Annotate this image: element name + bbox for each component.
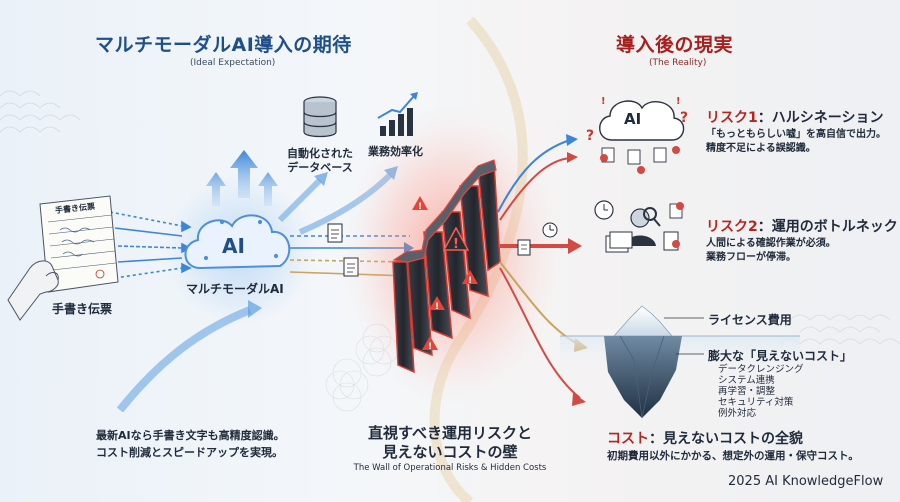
svg-text:?: ? [680,110,688,126]
svg-text:!: ! [435,302,439,312]
hidden-cost-item: システム連携 [718,375,775,386]
handwritten-slip [39,195,119,293]
wall-title: 直視すべき運用リスクと 見えないコストの壁 [330,424,570,462]
reality-title: 導入後の現実 [616,34,734,56]
ideal-title: マルチモーダルAI導入の期待 [95,34,352,56]
input-flow-lines [109,211,192,279]
bottom-left-curve-arrow [116,306,252,413]
arrow-to-risk1-red [499,157,571,221]
risk2-desc-line-1: 人間による確認作業が必須。 [706,238,836,249]
svg-text:!: ! [428,342,432,352]
wave-pattern-top-left [0,90,81,133]
cost-desc: 初期費用以外にかかる、想定外の運用・保守コスト。 [607,450,859,462]
svg-text:!: ! [418,202,422,212]
warning-icons: ! ! ! ! ! [412,196,478,352]
multimodal-ai-label: マルチモーダルAI [186,282,284,296]
hidden-cost-item: データクレンジング [718,364,804,375]
svg-text:?: ? [586,128,594,144]
arrow-to-cost [499,267,581,399]
cost-title-text: ：見えないコストの全貌 [649,431,803,447]
efficiency-label: 業務効率化 [368,145,423,158]
reality-subtitle: (The Reality) [649,58,707,68]
iceberg [560,305,800,419]
risk1-desc-line-1: 「もっともらしい嘘」を高自信で出力。 [706,129,886,140]
hidden-cost-item: 例外対応 [718,408,757,419]
risk1-icon-text: AI [624,110,642,128]
svg-text:!: ! [676,96,681,107]
arrow-to-database [277,177,323,223]
risk1-title-text: ：ハルシネーション [757,110,884,126]
clock-icon-small [542,222,558,238]
ai-cloud [184,214,291,270]
database-icon [303,96,337,138]
brand-footer: 2025 AI KnowledgeFlow [728,474,884,489]
cost-title: コスト：見えないコストの全貌 [607,428,803,448]
risk1-desc: 「もっともらしい嘘」を高自信で出力。 精度不足による誤認識。 [706,128,886,156]
ai-cloud-text: AI [222,234,245,258]
wall-title-line-2: 見えないコストの壁 [382,443,518,461]
risk2-title: リスク2：運用のボトルネック [706,216,898,236]
risk2-desc: 人間による確認作業が必須。 業務フローが停滞。 [706,237,836,265]
ideal-summary-line-2: コスト削減とスピードアップを実現。 [96,446,283,459]
risk2-title-text: ：運用のボトルネック [757,219,898,235]
risk1-title: リスク1：ハルシネーション [706,107,883,127]
bottleneck-icon [594,200,684,253]
handwritten-slip-label: 手書き伝票 [52,302,113,316]
risk2-desc-line-2: 業務フローが停滞。 [706,252,796,263]
hallucination-icon: ! ! ? ? [586,96,688,174]
wall-subtitle: The Wall of Operational Risks & Hidden C… [353,463,547,473]
database-label-line-1: 自動化された [287,147,353,160]
svg-text:!: ! [453,237,459,252]
wall-of-risks [392,159,501,374]
svg-text:!: ! [468,276,472,286]
risk1-desc-line-2: 精度不足による誤認識。 [706,143,816,154]
hand-holding-slip [7,260,59,321]
license-cost-label: ライセンス費用 [708,313,792,327]
arrow-to-risk2 [500,238,582,254]
database-label-line-2: データベース [287,161,353,174]
risk1-prefix: リスク1 [706,110,758,126]
hidden-cost-item: 再学習・調整 [718,386,776,397]
document-icon-1 [327,223,343,243]
arrow-to-risk1 [497,139,571,213]
hidden-cost-item: セキュリティ対策 [718,397,794,408]
wall-title-line-1: 直視すべき運用リスクと [368,424,532,442]
ideal-summary-line-1: 最新AIなら手書き文字も高精度認識。 [96,429,285,442]
database-label: 自動化された データベース [280,147,360,175]
risk2-prefix: リスク2 [706,219,758,235]
document-icon-3 [517,239,531,256]
growth-arrows [206,150,278,206]
hidden-cost-list: データクレンジング システム連携 再学習・調整 セキュリティ対策 例外対応 [718,364,804,419]
hidden-cost-label: 膨大な「見えないコスト」 [708,349,853,363]
cost-prefix: コスト [607,431,649,447]
ideal-subtitle: (Ideal Expectation) [190,58,276,68]
svg-text:!: ! [601,96,606,107]
efficiency-chart-icon [377,92,418,136]
ideal-summary: 最新AIなら手書き文字も高精度認識。 コスト削減とスピードアップを実現。 [96,427,285,461]
